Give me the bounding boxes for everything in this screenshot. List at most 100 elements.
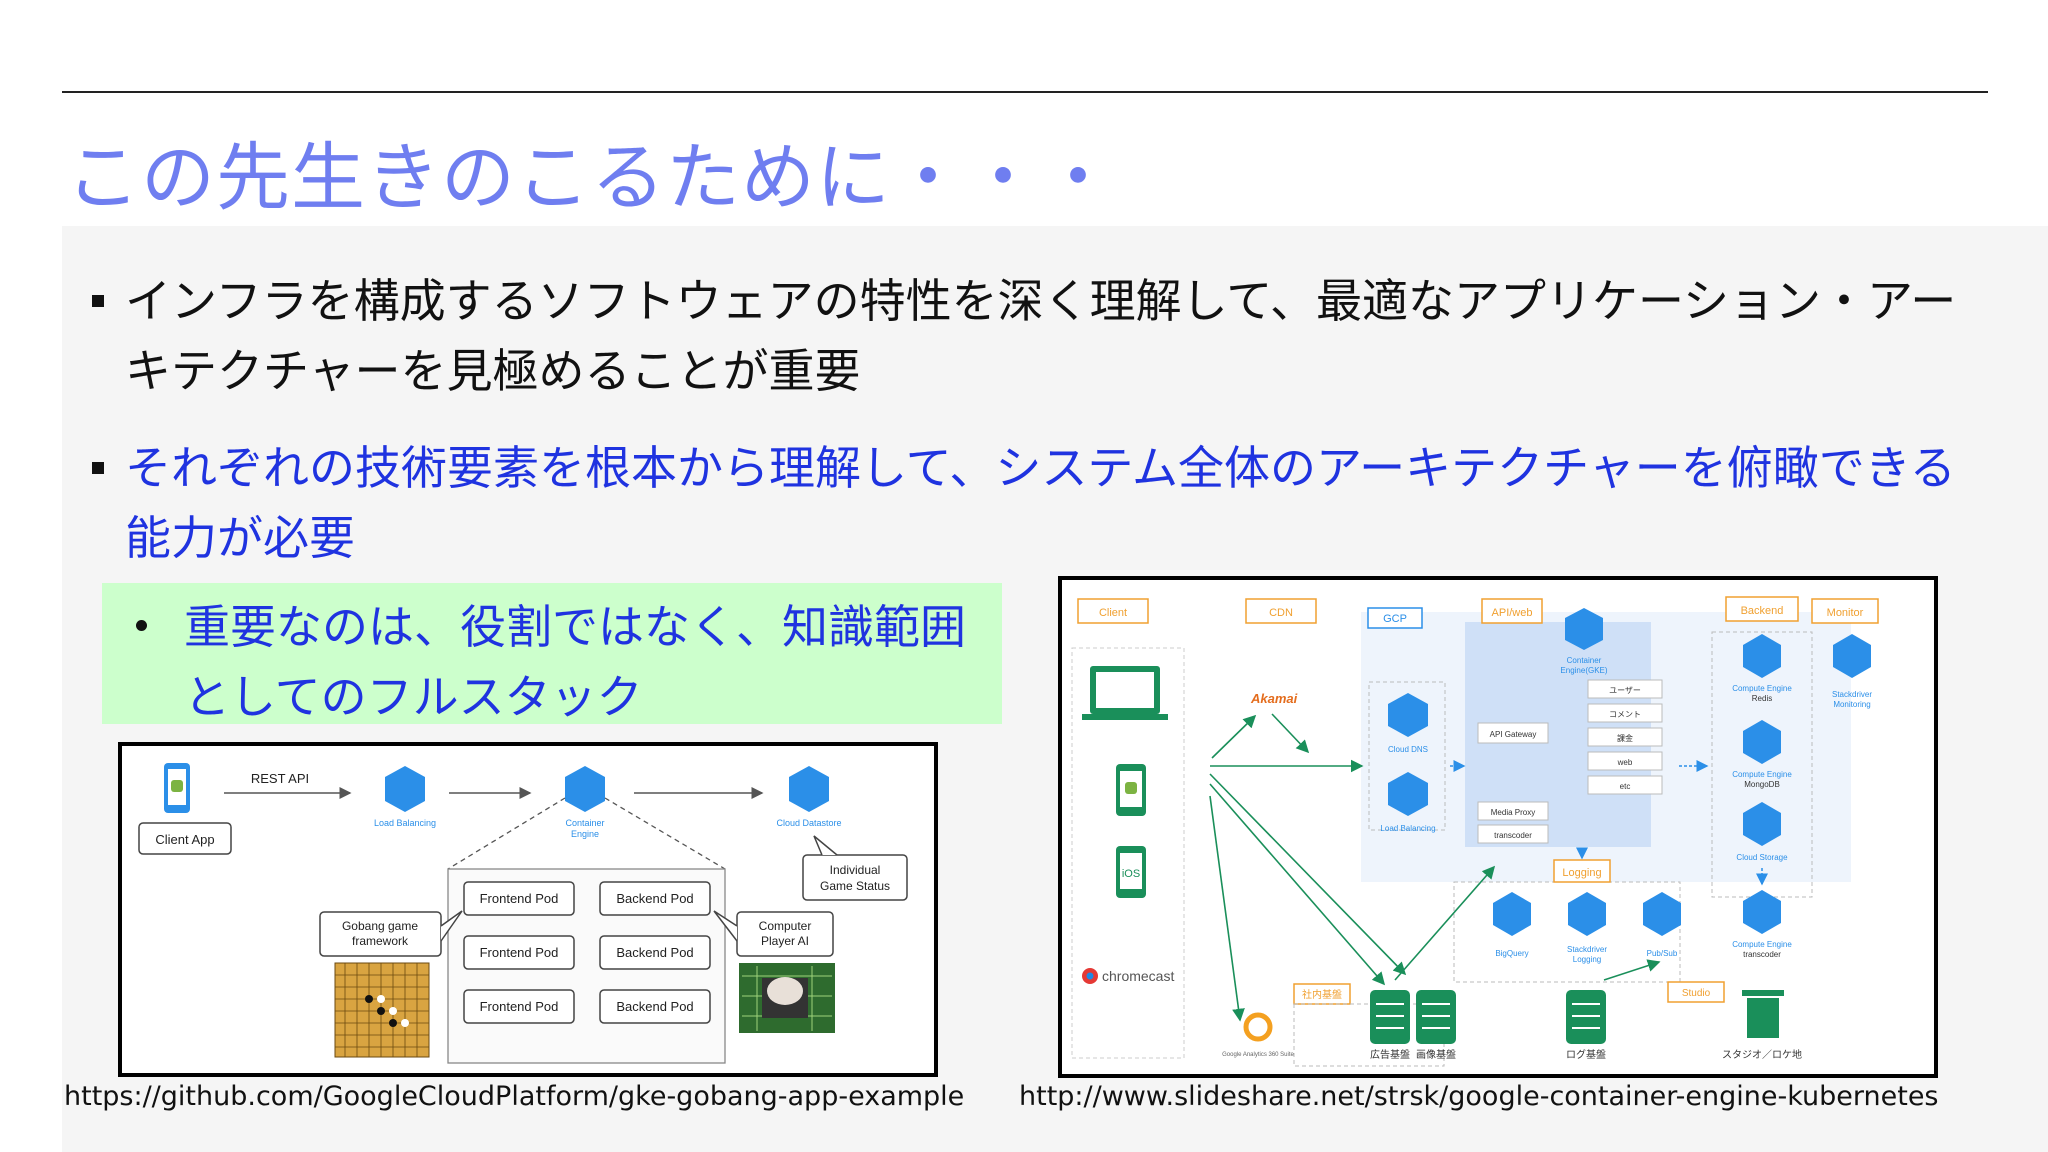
studio-header-label: Studio [1682, 988, 1711, 999]
backend-pod-label: Backend Pod [616, 999, 693, 1014]
android-phone-icon [164, 763, 190, 813]
studio-loc-label: スタジオ／ロケ地 [1722, 1048, 1802, 1061]
container-engine-label-2: Engine [571, 829, 599, 839]
bigquery-label: BigQuery [1495, 949, 1528, 958]
bullet-text: インフラを構成するソフトウェアの特性を深く理解して、最適なアプリケーション・アー… [125, 274, 1957, 398]
ce-trans-label-1: Compute Engine [1732, 940, 1792, 949]
gke-label-1: Container [1567, 656, 1602, 665]
cloud-dns-icon [1388, 693, 1428, 737]
network-column [1368, 681, 1446, 831]
sd-log-label-1: Stackdriver [1567, 945, 1607, 954]
ce-mongo-label-1: Compute Engine [1732, 770, 1792, 779]
individual-status-callout [802, 854, 908, 901]
apiweb-header [1481, 598, 1543, 624]
logging-header [1553, 859, 1611, 883]
backend-header-label: Backend [1741, 605, 1784, 617]
pod-grid [463, 881, 711, 1024]
ga-label: Google Analytics 360 Suite [1222, 1052, 1294, 1058]
cdn-header-label: CDN [1269, 607, 1293, 619]
api-gateway-box [1477, 722, 1549, 744]
transcoder-label: transcoder [1494, 831, 1532, 840]
cdn-header [1245, 598, 1317, 624]
cloud-dns-label: Cloud DNS [1388, 745, 1428, 754]
monitor-header-label: Monitor [1827, 607, 1864, 619]
gke-icon [1565, 608, 1603, 650]
ce-mongo-label-2: MongoDB [1744, 780, 1780, 789]
source-link-left[interactable]: https://github.com/GoogleCloudPlatform/g… [64, 1081, 965, 1112]
load-balancing-label: Load Balancing [374, 818, 436, 828]
media-proxy-box [1477, 801, 1549, 821]
ce-redis-label-2: Redis [1752, 694, 1772, 703]
api-gateway-label: API Gateway [1490, 730, 1537, 739]
ce-redis-label-1: Compute Engine [1732, 684, 1792, 693]
sd-log-label-2: Logging [1573, 955, 1601, 964]
internal-header-label: 社内基盤 [1302, 988, 1342, 1001]
client-column [1071, 647, 1185, 1059]
cloud-datastore-label: Cloud Datastore [776, 818, 841, 828]
computer-label-2: Player AI [761, 934, 809, 948]
gobang-board-image [334, 962, 430, 1058]
ai-chip-image [739, 963, 835, 1033]
container-engine-icon [565, 766, 605, 812]
gcp-header-label: GCP [1383, 613, 1407, 625]
backend-pod-label: Backend Pod [616, 945, 693, 960]
logs-label: ログ基盤 [1566, 1048, 1606, 1061]
bullet-square-icon [92, 462, 104, 474]
svc-web-label: web [1617, 758, 1633, 767]
compute-engine-icon [1743, 720, 1781, 764]
transcoder-box [1477, 824, 1549, 844]
ads-label: 広告基盤 [1370, 1048, 1410, 1061]
frontend-pod-label: Frontend Pod [480, 891, 559, 906]
internal-column [1293, 1003, 1445, 1067]
connection-lines [1209, 713, 1661, 1022]
load-balancing-icon [385, 766, 425, 812]
backend-pod-label: Backend Pod [616, 891, 693, 906]
sd-mon-label-2: Monitoring [1833, 700, 1870, 709]
gobang-label-2: framework [352, 934, 409, 948]
individual-label-1: Individual [830, 863, 881, 877]
ios-phone-icon [1116, 846, 1146, 898]
rest-api-label: REST API [251, 771, 309, 786]
bullet-item: インフラを構成するソフトウェアの特性を深く理解して、最適なアプリケーション・アー… [92, 266, 1992, 406]
chromecast-label: chromecast [1102, 968, 1174, 984]
ios-label: iOS [1122, 868, 1140, 880]
gke-label-2: Engine(GKE) [1560, 666, 1607, 675]
media-proxy-label: Media Proxy [1491, 808, 1535, 817]
gcp-header [1367, 607, 1423, 629]
gobang-architecture-diagram: Client App REST API Load Balancing Conta… [118, 742, 938, 1077]
google-analytics-icon [1243, 1012, 1273, 1042]
pubsub-label: Pub/Sub [1647, 949, 1678, 958]
sd-mon-label-1: Stackdriver [1832, 690, 1872, 699]
client-header-label: Client [1099, 607, 1127, 619]
logging-header-label: Logging [1562, 867, 1601, 879]
apiweb-header-label: API/web [1492, 607, 1533, 619]
cloud-datastore-icon [789, 766, 829, 812]
bullet-item: それぞれの技術要素を根本から理解して、システム全体のアーキテクチャーを俯瞰できる… [92, 433, 1992, 573]
stackdriver-monitoring-icon [1833, 634, 1871, 678]
sub-bullet: 重要なのは、役割ではなく、知識範囲としてのフルスタック [136, 592, 976, 732]
stackdriver-logging-icon [1568, 892, 1606, 936]
source-link-right[interactable]: http://www.slideshare.net/strsk/google-c… [1019, 1081, 1939, 1112]
backend-header [1725, 596, 1799, 622]
gobang-label-1: Gobang game [342, 919, 418, 933]
client-header [1077, 598, 1149, 624]
akamai-logo: Akamai [1250, 691, 1298, 706]
individual-label-2: Game Status [820, 879, 890, 893]
frontend-pod-label: Frontend Pod [480, 945, 559, 960]
cloud-storage-label: Cloud Storage [1736, 853, 1788, 862]
bullet-dot-icon [136, 620, 147, 631]
streaming-architecture-diagram: Client CDN GCP API/web Backend Monitor i… [1058, 576, 1938, 1078]
client-app-box [138, 822, 232, 855]
client-app-label: Client App [155, 832, 214, 847]
container-engine-label-1: Container [565, 818, 604, 828]
svc-comment-label: コメント [1609, 710, 1641, 719]
bullet-text-emphasis: それぞれの技術要素を根本から理解して、システム全体のアーキテクチャーを俯瞰できる… [125, 441, 1956, 565]
cloud-storage-icon [1743, 802, 1781, 846]
load-balancing-label: Load Balancing [1380, 824, 1435, 833]
svc-user-label: ユーザー [1609, 686, 1641, 695]
highlight-box [102, 583, 1002, 724]
studio-header [1667, 981, 1725, 1003]
ce-trans-label-2: transcoder [1743, 950, 1781, 959]
internal-links [1450, 760, 1768, 886]
pubsub-icon [1643, 892, 1681, 936]
